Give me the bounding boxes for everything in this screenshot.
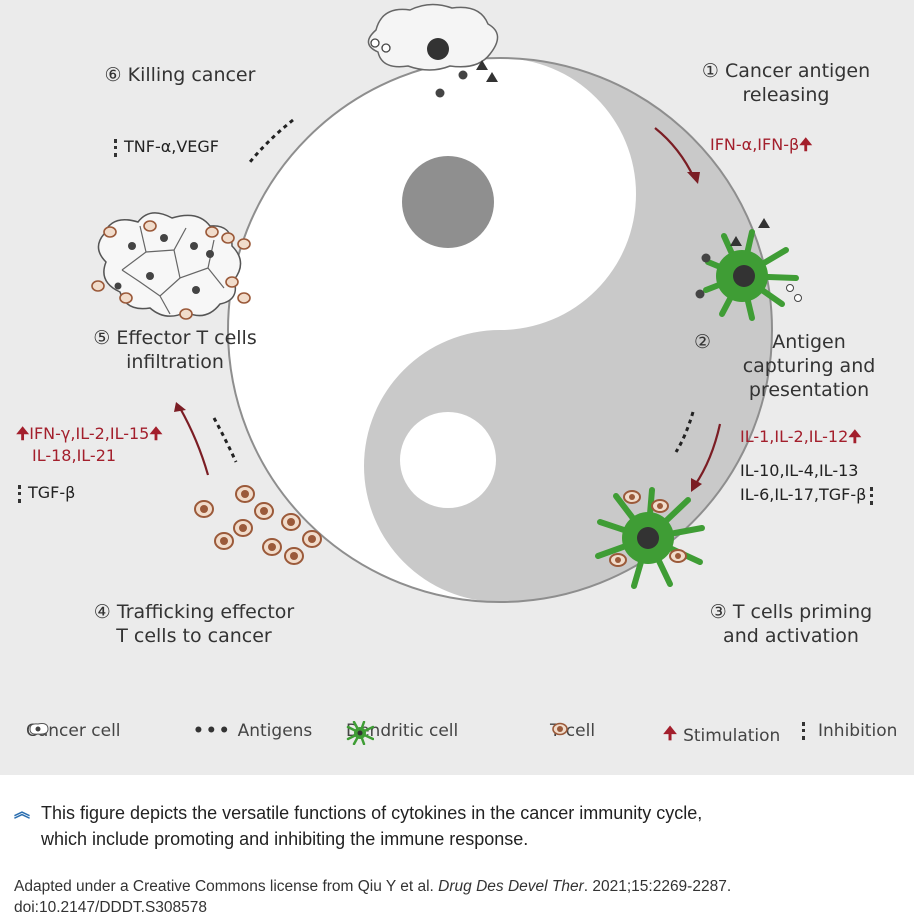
legend-dendritic-cell: Dendritic cell [346, 721, 458, 741]
step-4-line1: Trafficking effector [117, 601, 294, 623]
step-5-line1: Effector T cells [116, 327, 256, 349]
cytokines-step3-inhib-text-1: IL-10,IL-4,IL-13 [740, 461, 858, 480]
inhibition-dash-icon [870, 487, 876, 505]
step-3-line1: T cells priming [733, 601, 872, 623]
stimulation-arrow-icon: 🠉 [799, 134, 812, 156]
cancer-immunity-cycle-figure: ① Cancer antigen releasing ② Antigen cap… [0, 0, 914, 775]
caption-line-1: This figure depicts the versatile functi… [41, 803, 702, 823]
step-2-line2: capturing and [743, 355, 876, 377]
step-1-number: ① [702, 60, 719, 82]
cytokines-step1-text: IFN-α,IFN-β [710, 135, 799, 154]
step-5-label: ⑤ Effector T cells infiltration [60, 326, 290, 374]
cytokines-step5-inhibition: TGF-β [14, 482, 75, 504]
cytokines-step6-inhibition: TNF-α,VEGF [110, 136, 219, 158]
step-3-number: ③ [710, 601, 727, 623]
step-2-line3: presentation [749, 379, 869, 401]
dendritic-cell-icon [346, 721, 374, 745]
legend-stimulation: 🠉 Stimulation [663, 721, 780, 750]
cytokines-step3-inhibition-2: IL-6,IL-17,TGF-β [740, 484, 880, 506]
cytokines-step3-inhibition-1: IL-10,IL-4,IL-13 [740, 460, 858, 482]
step-6-label: ⑥ Killing cancer [70, 63, 290, 87]
t-cell-icon [550, 721, 570, 737]
caption-line-2: which include promoting and inhibiting t… [41, 829, 528, 849]
cytokines-step3-inhib-text-2: IL-6,IL-17,TGF-β [740, 485, 866, 504]
legend-inhibition-label: Inhibition [818, 721, 897, 741]
legend-antigens-label: Antigens [238, 721, 313, 741]
caption-text: This figure depicts the versatile functi… [41, 800, 894, 852]
figure-credit: Adapted under a Creative Commons license… [14, 876, 904, 918]
tumor-infiltration [92, 213, 250, 319]
credit-prefix: Adapted under a Creative Commons license… [14, 878, 438, 895]
credit-suffix: . 2021;15:2269-2287. [584, 878, 731, 895]
step-4-number: ④ [94, 601, 111, 623]
stimulation-arrow-icon: 🠉 [16, 423, 29, 445]
cytokines-step5-stimulation: 🠉IFN-γ,IL-2,IL-15🠉 IL-18,IL-21 [16, 423, 163, 467]
step-2-label: ② Antigen capturing and presentation [690, 330, 902, 402]
step-6-number: ⑥ [105, 64, 122, 86]
credit-doi: doi:10.2147/DDDT.S308578 [14, 899, 207, 916]
step-6-line1: Killing cancer [128, 64, 256, 86]
figure-caption: ︽ This figure depicts the versatile func… [14, 800, 894, 852]
legend-antigens: ••• Antigens [193, 721, 312, 741]
inhibition-dash-icon [114, 139, 120, 157]
stimulation-arrow-icon: 🠉 [848, 426, 861, 448]
inhibition-dash-icon [18, 485, 24, 503]
figure-legend: Cancer cell ••• Antigens Dendritic cell … [0, 721, 914, 749]
cytokines-step5-inhib-text: TGF-β [28, 483, 75, 502]
legend-t-cell: T cell [550, 721, 595, 741]
inhibition-dash-icon [802, 722, 808, 740]
step-4-label: ④ Trafficking effector T cells to cancer [66, 600, 322, 648]
antigens-icon: ••• [193, 721, 232, 741]
cytokines-step3-stimulation: IL-1,IL-2,IL-12🠉 [740, 426, 862, 448]
step-1-line1: Cancer antigen [725, 60, 870, 82]
step-3-label: ③ T cells priming and activation [684, 600, 898, 648]
cytokines-step1-stimulation: IFN-α,IFN-β🠉 [710, 134, 812, 156]
step-5-line2: infiltration [126, 351, 224, 373]
cytokines-step6-inhib-text: TNF-α,VEGF [124, 137, 219, 156]
double-chevron-up-icon[interactable]: ︽ [14, 800, 34, 826]
legend-cancer-cell: Cancer cell [26, 721, 121, 741]
legend-stimulation-label: Stimulation [683, 726, 780, 746]
stimulation-arrow-icon: 🠉 [149, 423, 162, 445]
step-3-line2: and activation [723, 625, 859, 647]
cytokines-step3-stim-text: IL-1,IL-2,IL-12 [740, 427, 848, 446]
step-1-line2: releasing [743, 84, 830, 106]
step-1-label: ① Cancer antigen releasing [676, 59, 896, 107]
cytokines-step5-stim-text-1: IFN-γ,IL-2,IL-15 [29, 424, 149, 443]
step-4-line2: T cells to cancer [116, 625, 271, 647]
cancer-cell-icon [26, 721, 52, 737]
cytokines-step5-stim-text-2: IL-18,IL-21 [32, 446, 116, 465]
step-2-number: ② [694, 330, 711, 354]
stimulation-arrow-icon: 🠉 [663, 721, 677, 750]
legend-inhibition: Inhibition [798, 721, 897, 741]
step-2-line1: Antigen [772, 331, 846, 353]
step-5-number: ⑤ [93, 327, 110, 349]
credit-journal: Drug Des Devel Ther [438, 878, 584, 895]
